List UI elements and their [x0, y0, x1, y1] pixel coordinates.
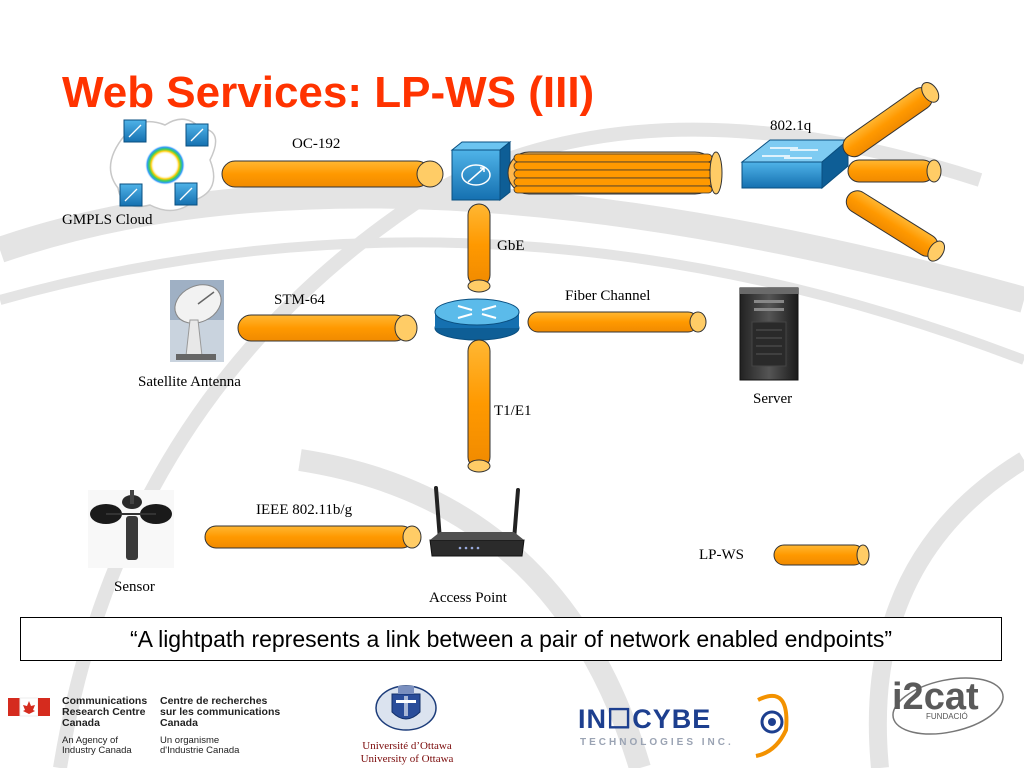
i2cat-logo-icon	[892, 677, 1004, 735]
uottawa-logo: Université d’Ottawa University of Ottawa	[352, 740, 462, 766]
dot1q-fanout-pipes	[842, 81, 946, 262]
uottawa-crest-icon	[375, 685, 437, 731]
oc192-label: OC-192	[292, 136, 341, 152]
gbe-label: GbE	[497, 238, 525, 254]
gbe-pipe	[467, 203, 491, 293]
fiber-channel-pipe	[527, 311, 707, 333]
ic-en-line-2: Industry Canada	[62, 745, 132, 756]
background-swoosh	[0, 122, 1024, 768]
t1e1-pipe	[467, 339, 491, 473]
crc-en-line-3: Canada	[62, 717, 100, 729]
inocybe-wordmark: IN☐CYBE	[578, 704, 712, 734]
slide-title: Web Services: LP-WS (III)	[62, 68, 595, 117]
stm64-label: STM-64	[274, 292, 325, 308]
sensor-label: Sensor	[114, 579, 155, 595]
quote-box: “A lightpath represents a link between a…	[20, 617, 1002, 661]
ethernet-switch-icon	[740, 138, 850, 190]
ieee80211-label: IEEE 802.11b/g	[256, 502, 353, 518]
t1e1-label: T1/E1	[494, 403, 532, 419]
oc192-pipe	[221, 160, 444, 188]
lpws-legend-pipe	[773, 544, 870, 566]
i2cat-subtitle: FUNDACIÓ	[926, 712, 968, 721]
gmpls-cloud-icon	[109, 118, 217, 212]
crc-en-line-1: Communications	[62, 695, 148, 707]
inocybe-subtitle: TECHNOLOGIES INC.	[580, 737, 734, 748]
fiber-bundle-pipe	[507, 151, 723, 195]
satellite-antenna-label: Satellite Antenna	[138, 374, 241, 390]
uottawa-en: University of Ottawa	[360, 753, 454, 765]
stm64-pipe	[237, 314, 418, 342]
satellite-antenna-icon	[170, 280, 224, 362]
server-icon	[739, 287, 799, 381]
gmpls-cloud-label: GMPLS Cloud	[62, 212, 153, 228]
canada-flag-icon	[8, 697, 50, 717]
core-switch-icon	[450, 140, 512, 202]
crc-fr-line-3: Canada	[160, 717, 198, 729]
router-icon	[434, 298, 520, 341]
ic-en-line-1: An Agency of	[62, 735, 118, 746]
server-label: Server	[753, 391, 793, 407]
uottawa-fr: Université d’Ottawa	[362, 740, 452, 752]
ic-fr-line-2: d'Industrie Canada	[160, 745, 240, 756]
lpws-label: LP-WS	[699, 547, 744, 563]
crc-fr-line-1: Centre de recherches	[160, 695, 268, 707]
ic-fr-line-1: Un organisme	[160, 735, 220, 746]
crc-en-line-2: Research Centre	[62, 706, 146, 718]
dot1q-label: 802.1q	[770, 118, 812, 134]
access-point-icon	[429, 486, 525, 557]
access-point-label: Access Point	[429, 590, 507, 606]
sensor-icon	[88, 490, 174, 568]
i2cat-wordmark: i2cat	[892, 676, 979, 718]
fiber-channel-label: Fiber Channel	[565, 288, 651, 304]
inocybe-logo-icon	[755, 693, 789, 758]
ieee80211-pipe	[204, 525, 422, 549]
crc-fr-line-2: sur les communications	[160, 706, 281, 718]
